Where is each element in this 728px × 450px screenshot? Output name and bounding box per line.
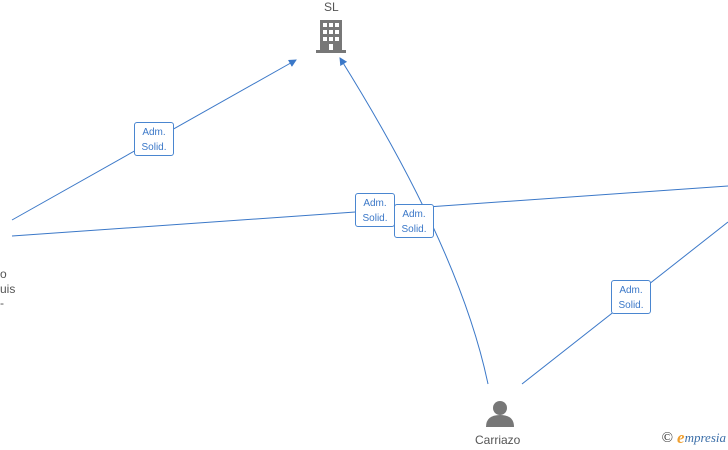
company-label: SL	[324, 0, 339, 14]
edge-label-left-to-company[interactable]: Adm. Solid.	[134, 122, 174, 156]
person-left-label-line-3: -	[0, 296, 4, 310]
role-line-1: Adm.	[619, 285, 643, 296]
edge-bottom-to-company	[339, 57, 489, 385]
role-line-1: Adm.	[142, 127, 166, 138]
person-bottom-label: Carriazo	[475, 433, 521, 447]
edge-label-left-to-right[interactable]: Adm. Solid.	[355, 193, 395, 227]
edge-label-bottom-to-company[interactable]: Adm. Solid.	[394, 204, 434, 238]
role-line-2: Solid.	[141, 142, 167, 153]
brand-name: mpresia	[684, 430, 726, 445]
edge-label-bottom-to-right[interactable]: Adm. Solid.	[611, 280, 651, 314]
role-line-2: Solid.	[618, 300, 644, 311]
building-icon	[316, 20, 346, 53]
role-line-1: Adm.	[363, 198, 387, 209]
copyright-icon: ©	[661, 429, 674, 446]
person-left-label-line-2: uis	[0, 282, 16, 296]
role-line-1: Adm.	[402, 209, 426, 220]
brand-initial: e	[677, 428, 685, 447]
role-line-2: Solid.	[401, 224, 427, 235]
person-icon	[486, 401, 514, 427]
role-line-2: Solid.	[362, 213, 388, 224]
person-left-label-line-1: o	[0, 267, 7, 281]
